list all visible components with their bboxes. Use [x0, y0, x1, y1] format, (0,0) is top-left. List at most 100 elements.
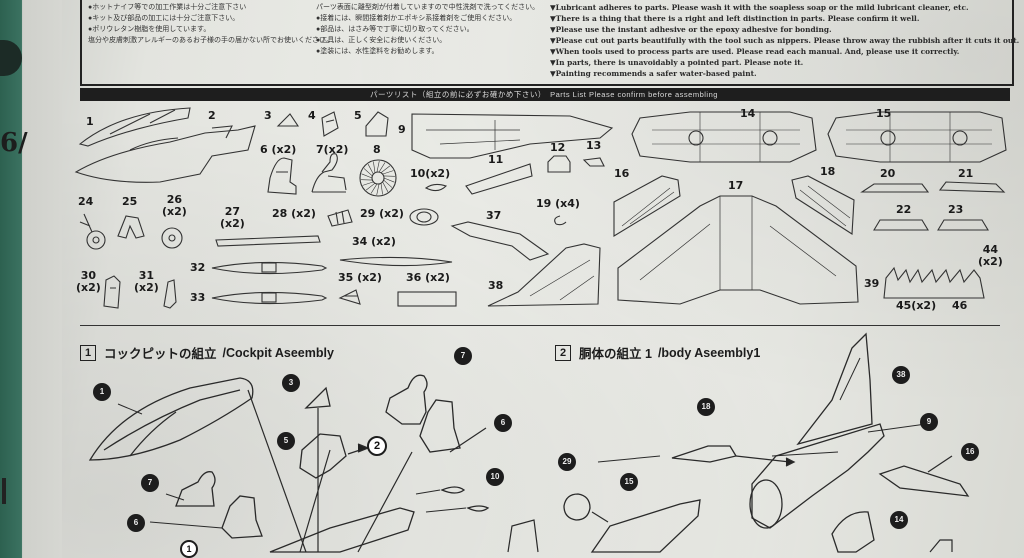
caution-line: ▼Painting recommends a safer water-based…	[550, 69, 757, 78]
part-11-drawing	[465, 163, 533, 195]
callout-1: 1	[93, 383, 111, 401]
caution-line: ▼In parts, there is unavoidably a pointe…	[550, 58, 804, 67]
part-label-21: 21	[958, 167, 974, 180]
caution-line: ●ホットナイフ等での加工作業は十分ご注意下さい	[88, 4, 247, 11]
part-label-10: 10(x2)	[410, 167, 451, 180]
part-label-38: 38	[488, 279, 504, 292]
assembly-part-18-drawing	[671, 445, 738, 463]
part-label-1: 1	[86, 115, 94, 128]
part-35-drawing	[338, 289, 361, 305]
step-2-heading: 2 胴体の組立 1 /body Aseembly1	[555, 343, 760, 362]
caution-line: ▼There is a thing that there is a right …	[550, 14, 920, 23]
assembly-pilot-top-drawing	[385, 374, 428, 425]
caution-line: パーツ表面に離型剤が付着していますので中性洗剤で洗ってください。	[316, 4, 540, 11]
part-label-27: 27 (x2)	[220, 205, 245, 230]
part-label-37: 37	[486, 209, 502, 222]
caution-line: ●接着には、瞬間接着剤かエポキシ系接着剤をご使用ください。	[316, 15, 517, 22]
step-2-title-en: /body Aseembly1	[657, 345, 761, 360]
part-37-drawing	[450, 221, 550, 261]
caution-line: ●工具は、正しく安全にお使いください。	[316, 37, 447, 44]
part-label-30: 30 (x2)	[76, 269, 101, 294]
callout-18: 18	[697, 398, 715, 416]
part-label-3: 3	[264, 109, 272, 122]
part-3-drawing	[276, 113, 300, 127]
part-32-tank-drawing	[211, 261, 328, 275]
part-13-drawing	[582, 157, 605, 167]
callout-16: 16	[961, 443, 979, 461]
parts-list-header-text: パーツリスト（組立の前に必ずお確かめ下さい） Parts List Please…	[370, 90, 718, 99]
assembly-part-5-drawing	[299, 433, 347, 479]
part-27-drawing	[215, 235, 321, 247]
step-2-title-jp: 胴体の組立 1	[579, 347, 652, 361]
callout-5: 5	[277, 432, 295, 450]
callout-9: 9	[920, 413, 938, 431]
assembly-lower-fuselage-drawing	[590, 499, 701, 553]
assembly-fuselage-drawing	[751, 423, 885, 529]
callout-10: 10	[486, 468, 504, 486]
step-1-title-en: /Cockpit Aseembly	[222, 345, 334, 360]
part-label-23: 23	[948, 203, 964, 216]
caution-english-column: ▼Lubricant adheres to parts. Please wash…	[550, 2, 1019, 79]
part-8-fan-drawing	[359, 159, 397, 197]
part-label-16: 16	[614, 167, 630, 180]
part-6-seat-drawing	[267, 157, 297, 195]
assembly-seat-top-drawing	[419, 399, 461, 453]
part-label-18: 18	[820, 165, 836, 178]
part-38-tail-drawing	[487, 243, 601, 307]
part-36-drawing	[397, 291, 457, 307]
part-7-pilot-drawing	[311, 153, 347, 193]
callout-7: 7	[454, 347, 472, 365]
part-label-7: 7(x2)	[316, 143, 349, 156]
part-label-8: 8	[373, 143, 381, 156]
part-label-2: 2	[208, 109, 216, 122]
assembly-part-16-drawing	[878, 465, 970, 497]
part-21-drawing	[938, 181, 1006, 193]
part-33-tank-drawing	[211, 291, 328, 305]
part-23-drawing	[937, 219, 989, 231]
part-label-33: 33	[190, 291, 206, 304]
part-label-22: 22	[896, 203, 912, 216]
part-39-drawing	[883, 266, 985, 299]
part-30-strut-drawing	[103, 275, 121, 309]
part-label-6: 6 (x2)	[260, 143, 297, 156]
part-12-drawing	[547, 155, 571, 173]
part-label-17: 17	[728, 179, 744, 192]
part-label-29: 29 (x2)	[360, 207, 404, 220]
assembly-part-29-drawing	[563, 493, 591, 521]
callout-6b: 6	[127, 514, 145, 532]
caution-line: ●塗装には、水性塗料をお勧めします。	[316, 48, 439, 55]
callout-2: 2	[367, 436, 387, 456]
part-label-31: 31 (x2)	[134, 269, 159, 294]
caution-line: ▼When tools used to process parts are us…	[550, 47, 960, 56]
assembly-tail-drawing	[796, 332, 873, 446]
part-label-9: 9	[398, 123, 406, 136]
part-label-11: 11	[488, 153, 504, 166]
part-label-24: 24	[78, 195, 94, 208]
part-15-fuselage-drawing	[827, 111, 1007, 163]
part-20-drawing	[860, 183, 930, 193]
assembly-pilot-bottom-drawing	[175, 471, 216, 507]
parts-list-header: パーツリスト（組立の前に必ずお確かめ下さい） Parts List Please…	[80, 88, 1010, 101]
part-label-36: 36 (x2)	[406, 271, 450, 284]
part-label-15: 15	[876, 107, 892, 120]
part-label-26: 26 (x2)	[162, 193, 187, 218]
assembly-part-10-drawing	[440, 486, 490, 512]
assembly-canopy-drawing	[88, 377, 254, 461]
callout-3: 3	[282, 374, 300, 392]
part-label-13: 13	[586, 139, 602, 152]
caution-jp-column-1: ●ホットナイフ等での加工作業は十分ご注意下さい ●キット及び部品の加工には十分ご…	[88, 2, 333, 46]
step-1-number: 1	[80, 344, 96, 361]
assembly-part-14-drawing	[831, 511, 875, 553]
part-label-25: 25	[122, 195, 138, 208]
part-label-12: 12	[550, 141, 566, 154]
part-label-28: 28 (x2)	[272, 207, 316, 220]
part-label-4: 4	[308, 109, 316, 122]
part-34-drawing	[339, 256, 453, 267]
part-31-strut-drawing	[163, 279, 177, 309]
part-24-landing-gear-drawing	[79, 213, 93, 233]
caution-line: ●ポリウレタン樹脂を使用しています。	[88, 26, 211, 33]
part-1-canopy-drawing	[78, 107, 191, 147]
assembly-part-3-drawing	[304, 386, 331, 409]
